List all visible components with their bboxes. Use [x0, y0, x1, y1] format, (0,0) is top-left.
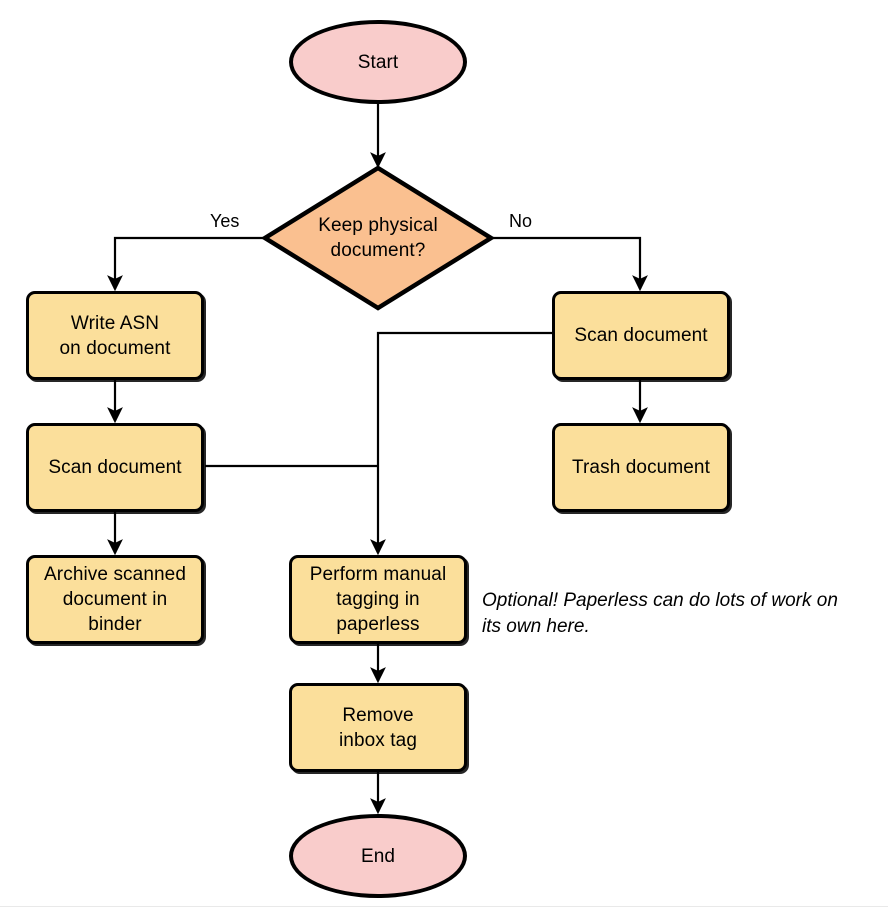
node-tagging-label: Perform manual tagging in paperless: [310, 562, 447, 637]
node-decision-label: Keep physical document?: [318, 213, 438, 263]
node-start[interactable]: Start: [289, 20, 467, 104]
node-tagging-label-line3: paperless: [336, 614, 420, 635]
edge-scan-right-to-tagging: [370, 331, 552, 556]
annotation-optional-note-line1: Optional! Paperless can do lots of work …: [482, 590, 838, 611]
edge-label-no: No: [509, 211, 533, 231]
node-scan-document-left-label: Scan document: [48, 457, 182, 478]
node-tagging-label-line1: Perform manual: [309, 564, 447, 585]
node-archive-label-line1: Archive scanned: [44, 564, 186, 585]
node-perform-manual-tagging[interactable]: Perform manual tagging in paperless: [289, 555, 467, 644]
annotation-optional-note-line2: its own here.: [482, 616, 590, 637]
node-decision-label-line2: document?: [330, 240, 426, 261]
node-write-asn-label-line2: on document: [59, 337, 171, 359]
node-end-label: End: [360, 845, 396, 867]
node-archive-scanned-document[interactable]: Archive scanned document in binder: [26, 555, 204, 644]
edge-label-yes: Yes: [210, 211, 240, 231]
node-keep-physical-document[interactable]: Keep physical document?: [265, 168, 491, 308]
node-write-asn-label-line1: Write ASN: [70, 312, 160, 334]
node-archive-label-line3: binder: [88, 614, 142, 635]
node-write-asn-label: Write ASN on document: [60, 311, 171, 361]
node-trash-document[interactable]: Trash document: [552, 423, 730, 512]
node-archive-label-line2: document in: [62, 589, 168, 610]
annotation-optional-note: Optional! Paperless can do lots of work …: [482, 588, 882, 640]
node-scan-document-right[interactable]: Scan document: [552, 291, 730, 380]
node-decision-label-line1: Keep physical: [318, 215, 438, 236]
node-scan-document-left[interactable]: Scan document: [26, 423, 204, 512]
node-remove-inbox-tag[interactable]: Remove inbox tag: [289, 683, 467, 772]
node-write-asn-on-document[interactable]: Write ASN on document: [26, 291, 204, 380]
node-end[interactable]: End: [289, 814, 467, 898]
edge-decision-no-to-scan-right: [491, 236, 648, 292]
node-start-label: Start: [357, 51, 399, 73]
node-trash-document-label: Trash document: [572, 457, 710, 478]
node-scan-document-right-label: Scan document: [574, 325, 708, 346]
node-tagging-label-line2: tagging in: [336, 589, 420, 610]
node-remove-inbox-label-line2: inbox tag: [338, 729, 417, 751]
node-archive-label: Archive scanned document in binder: [44, 562, 186, 637]
node-remove-inbox-label-line1: Remove: [342, 704, 414, 726]
edge-decision-yes-to-write-asn: [107, 236, 265, 292]
node-remove-inbox-label: Remove inbox tag: [339, 703, 417, 753]
